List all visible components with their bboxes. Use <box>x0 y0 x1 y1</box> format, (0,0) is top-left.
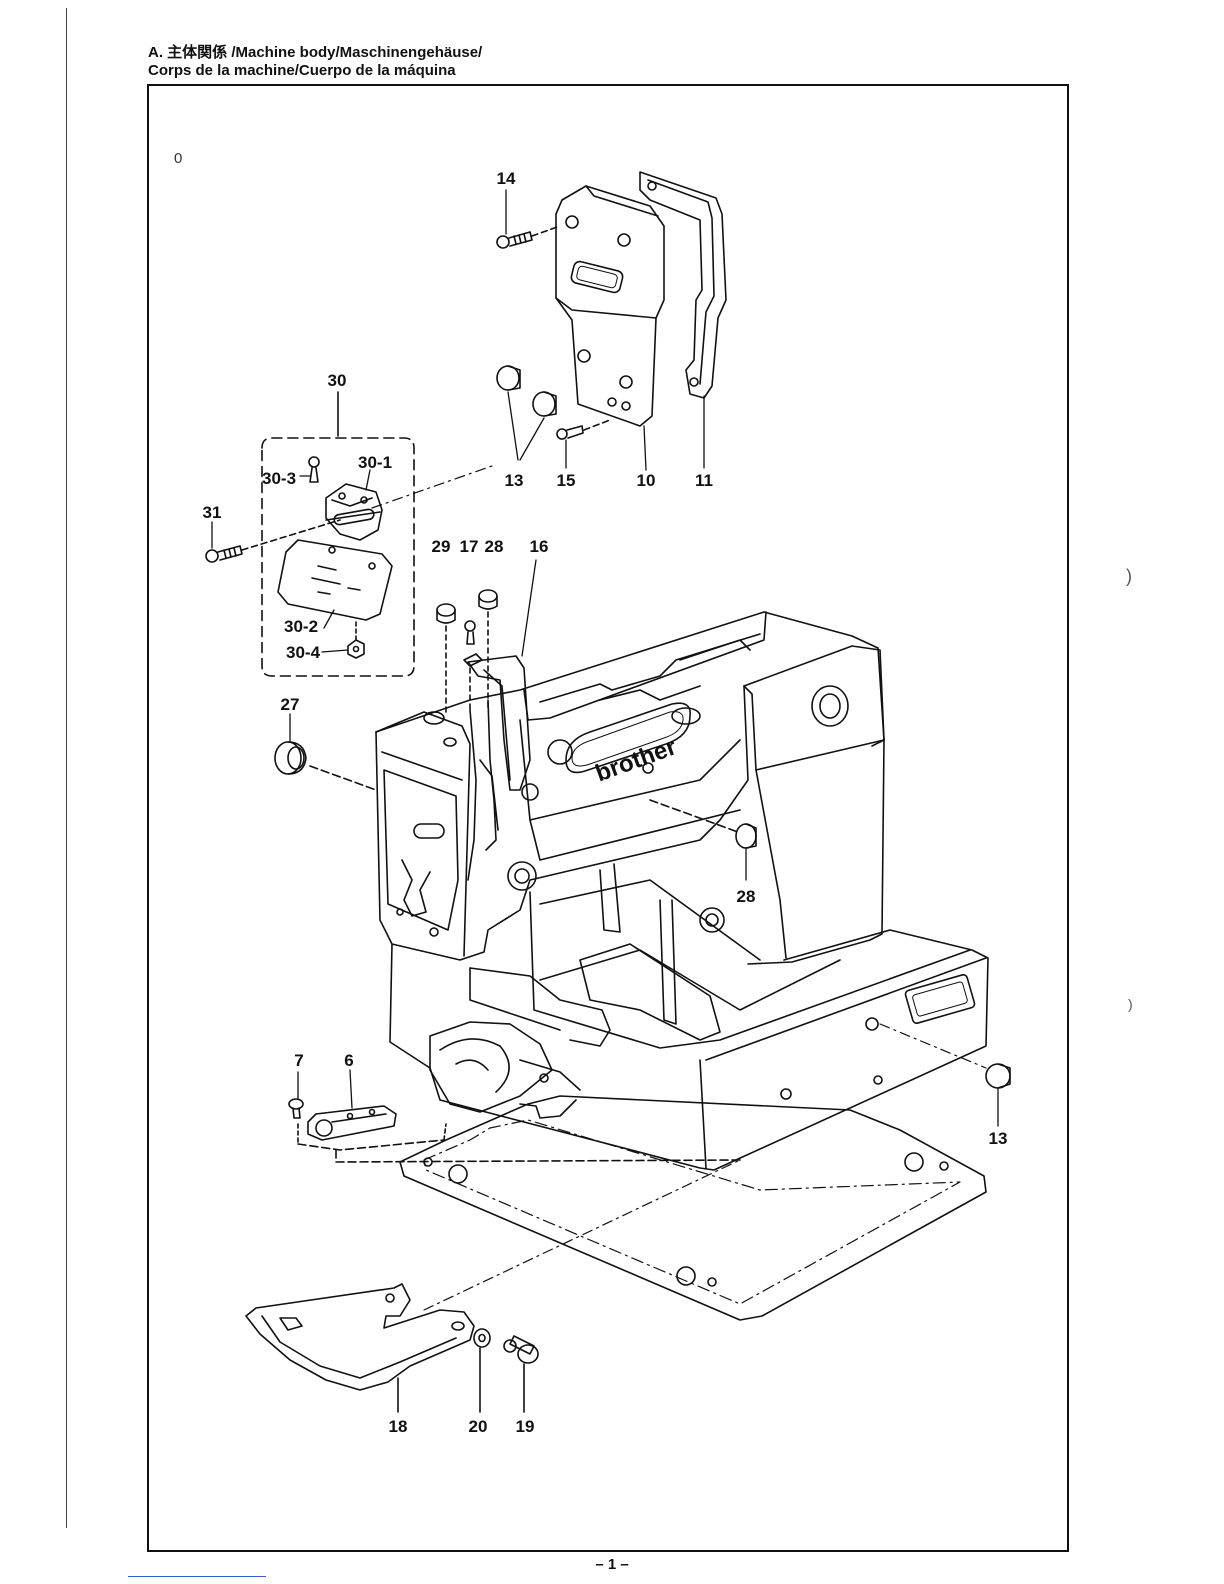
callout-20: 20 <box>469 1417 488 1436</box>
callout-13-lower: 13 <box>989 1129 1008 1148</box>
callout-6: 6 <box>344 1051 353 1070</box>
face-plate-cover <box>556 186 664 426</box>
callout-28-top: 28 <box>485 537 504 556</box>
callout-28-right: 28 <box>737 887 756 906</box>
callout-16: 16 <box>530 537 549 556</box>
screw-31 <box>206 520 340 562</box>
machine-arm-body: brother <box>376 612 884 964</box>
corner-mark: 0 <box>174 150 182 167</box>
callout-27: 27 <box>281 695 300 714</box>
callout-13-upper: 13 <box>505 471 524 490</box>
callout-30-1: 30-1 <box>358 453 392 472</box>
page-number: – 1 – <box>0 1556 1224 1573</box>
callout-17: 17 <box>460 537 479 556</box>
base-plate <box>400 1096 986 1320</box>
assembly-leader-30 <box>372 466 492 508</box>
face-plate-gasket <box>640 172 726 398</box>
punch-hole-mark-lower: ) <box>1128 996 1133 1012</box>
hook-cover-18 <box>246 1284 474 1412</box>
callout-15: 15 <box>557 471 576 490</box>
callout-30-4: 30-4 <box>286 643 321 662</box>
callout-10: 10 <box>637 471 656 490</box>
hinge-30-1 <box>326 484 382 540</box>
window-plate-30-2 <box>278 540 392 620</box>
callout-31: 31 <box>203 503 222 522</box>
rubber-plug-13-lower <box>986 1064 1010 1088</box>
machine-bed <box>390 864 988 1170</box>
callout-11: 11 <box>695 471 713 490</box>
plug-28-top <box>479 590 497 710</box>
callout-19: 19 <box>516 1417 535 1436</box>
callout-30-2: 30-2 <box>284 617 318 636</box>
screw-19 <box>504 1336 538 1412</box>
brand-plate-text: brother <box>592 733 680 787</box>
callout-7: 7 <box>294 1051 303 1070</box>
screw-15 <box>557 420 610 439</box>
plug-29 <box>437 604 455 716</box>
washer-20 <box>474 1329 490 1412</box>
punch-hole-mark-upper: ) <box>1126 566 1132 587</box>
bushing-cap-27 <box>275 742 376 790</box>
leader-plug-13-lower <box>880 1024 986 1068</box>
rubber-plugs-13-upper <box>497 366 556 416</box>
callout-14: 14 <box>497 169 516 188</box>
callout-29: 29 <box>432 537 451 556</box>
leader-bed-to-cover <box>424 1160 740 1310</box>
callout-18: 18 <box>389 1417 408 1436</box>
nut-30-4 <box>348 622 364 658</box>
hinge-6 <box>308 1106 396 1140</box>
callout-30-3: 30-3 <box>262 469 296 488</box>
screw-30-3 <box>309 457 319 482</box>
footer-rule <box>128 1576 266 1577</box>
callout-30: 30 <box>328 371 347 390</box>
plug-28-right <box>650 800 756 848</box>
